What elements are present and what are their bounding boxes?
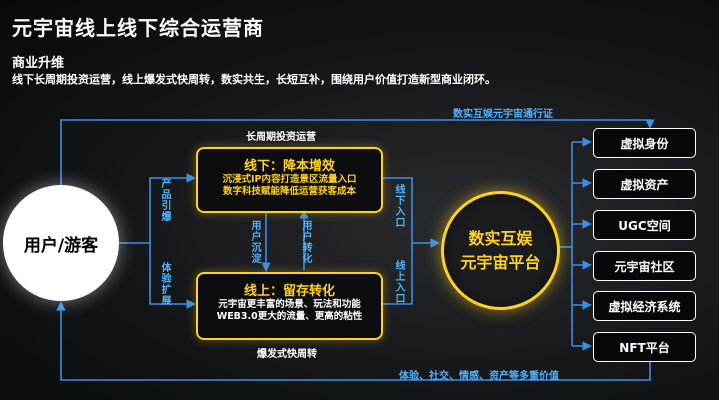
loop-top-line	[60, 119, 655, 185]
section-description: 线下长周期投资运营，线上爆发式快周转，数实共生，长短互补，围绕用户价值打造新型商…	[12, 73, 496, 86]
user-precipitate-label: 用户沉淀	[249, 220, 260, 264]
user-node: 用户/游客	[3, 185, 119, 301]
section-subtitle: 商业升维	[12, 56, 65, 71]
online-entry-label: 线上入口	[393, 260, 404, 304]
burst-cycle-label: 爆发式快周转	[257, 349, 317, 360]
platform-node: 数实互娱 元宇宙平台	[441, 191, 560, 310]
product-drain-label: 产品引爆	[159, 178, 170, 222]
value-label: 体验、社交、情感、资产等多重价值	[399, 371, 559, 382]
user-to-offline-line	[119, 173, 196, 244]
item-virtual-economy: 虚拟经济系统	[593, 291, 696, 321]
offline-box-title: 线下：降本增效	[243, 159, 335, 174]
online-box-title: 线上：留存转化	[243, 284, 335, 299]
offline-box-line: 数字科技赋能降低运营获客成本	[222, 186, 356, 197]
pass-label: 数实互娱元宇宙通行证	[453, 109, 553, 120]
online-to-platform-line	[381, 243, 413, 305]
item-virtual-asset: 虚拟资产	[593, 169, 696, 199]
user-convert-label: 用户转化	[300, 220, 311, 264]
item-ugc-space: UGC空间	[593, 210, 696, 240]
online-box: 线上：留存转化 元宇宙更丰富的场景、玩法和功能 WEB3.0更大的流量、更高的粘…	[196, 272, 383, 340]
online-box-line: 元宇宙更丰富的场景、玩法和功能	[218, 299, 361, 310]
offline-box-line: 沉浸式IP内容打造景区流量入口	[222, 174, 357, 185]
experience-expand-label: 体验扩展	[159, 262, 170, 306]
offline-entry-label: 线下入口	[393, 184, 404, 228]
platform-node-line: 数实互娱	[468, 228, 533, 248]
item-nft-platform: NFT平台	[593, 332, 696, 362]
loop-bottom-line	[56, 301, 651, 381]
offline-to-platform-line	[381, 177, 440, 248]
user-to-online-line	[149, 243, 196, 309]
page-title: 元宇宙线上线下综合运营商	[12, 16, 264, 40]
item-metaverse-community: 元宇宙社区	[593, 251, 696, 281]
item-virtual-identity: 虚拟身份	[593, 128, 696, 158]
offline-box: 线下：降本增效 沉浸式IP内容打造景区流量入口 数字科技赋能降低运营获客成本	[196, 147, 383, 213]
online-box-line: WEB3.0更大的流量、更高的粘性	[216, 311, 363, 322]
long-cycle-label: 长周期投资运营	[246, 132, 316, 143]
platform-node-line: 元宇宙平台	[460, 252, 541, 272]
